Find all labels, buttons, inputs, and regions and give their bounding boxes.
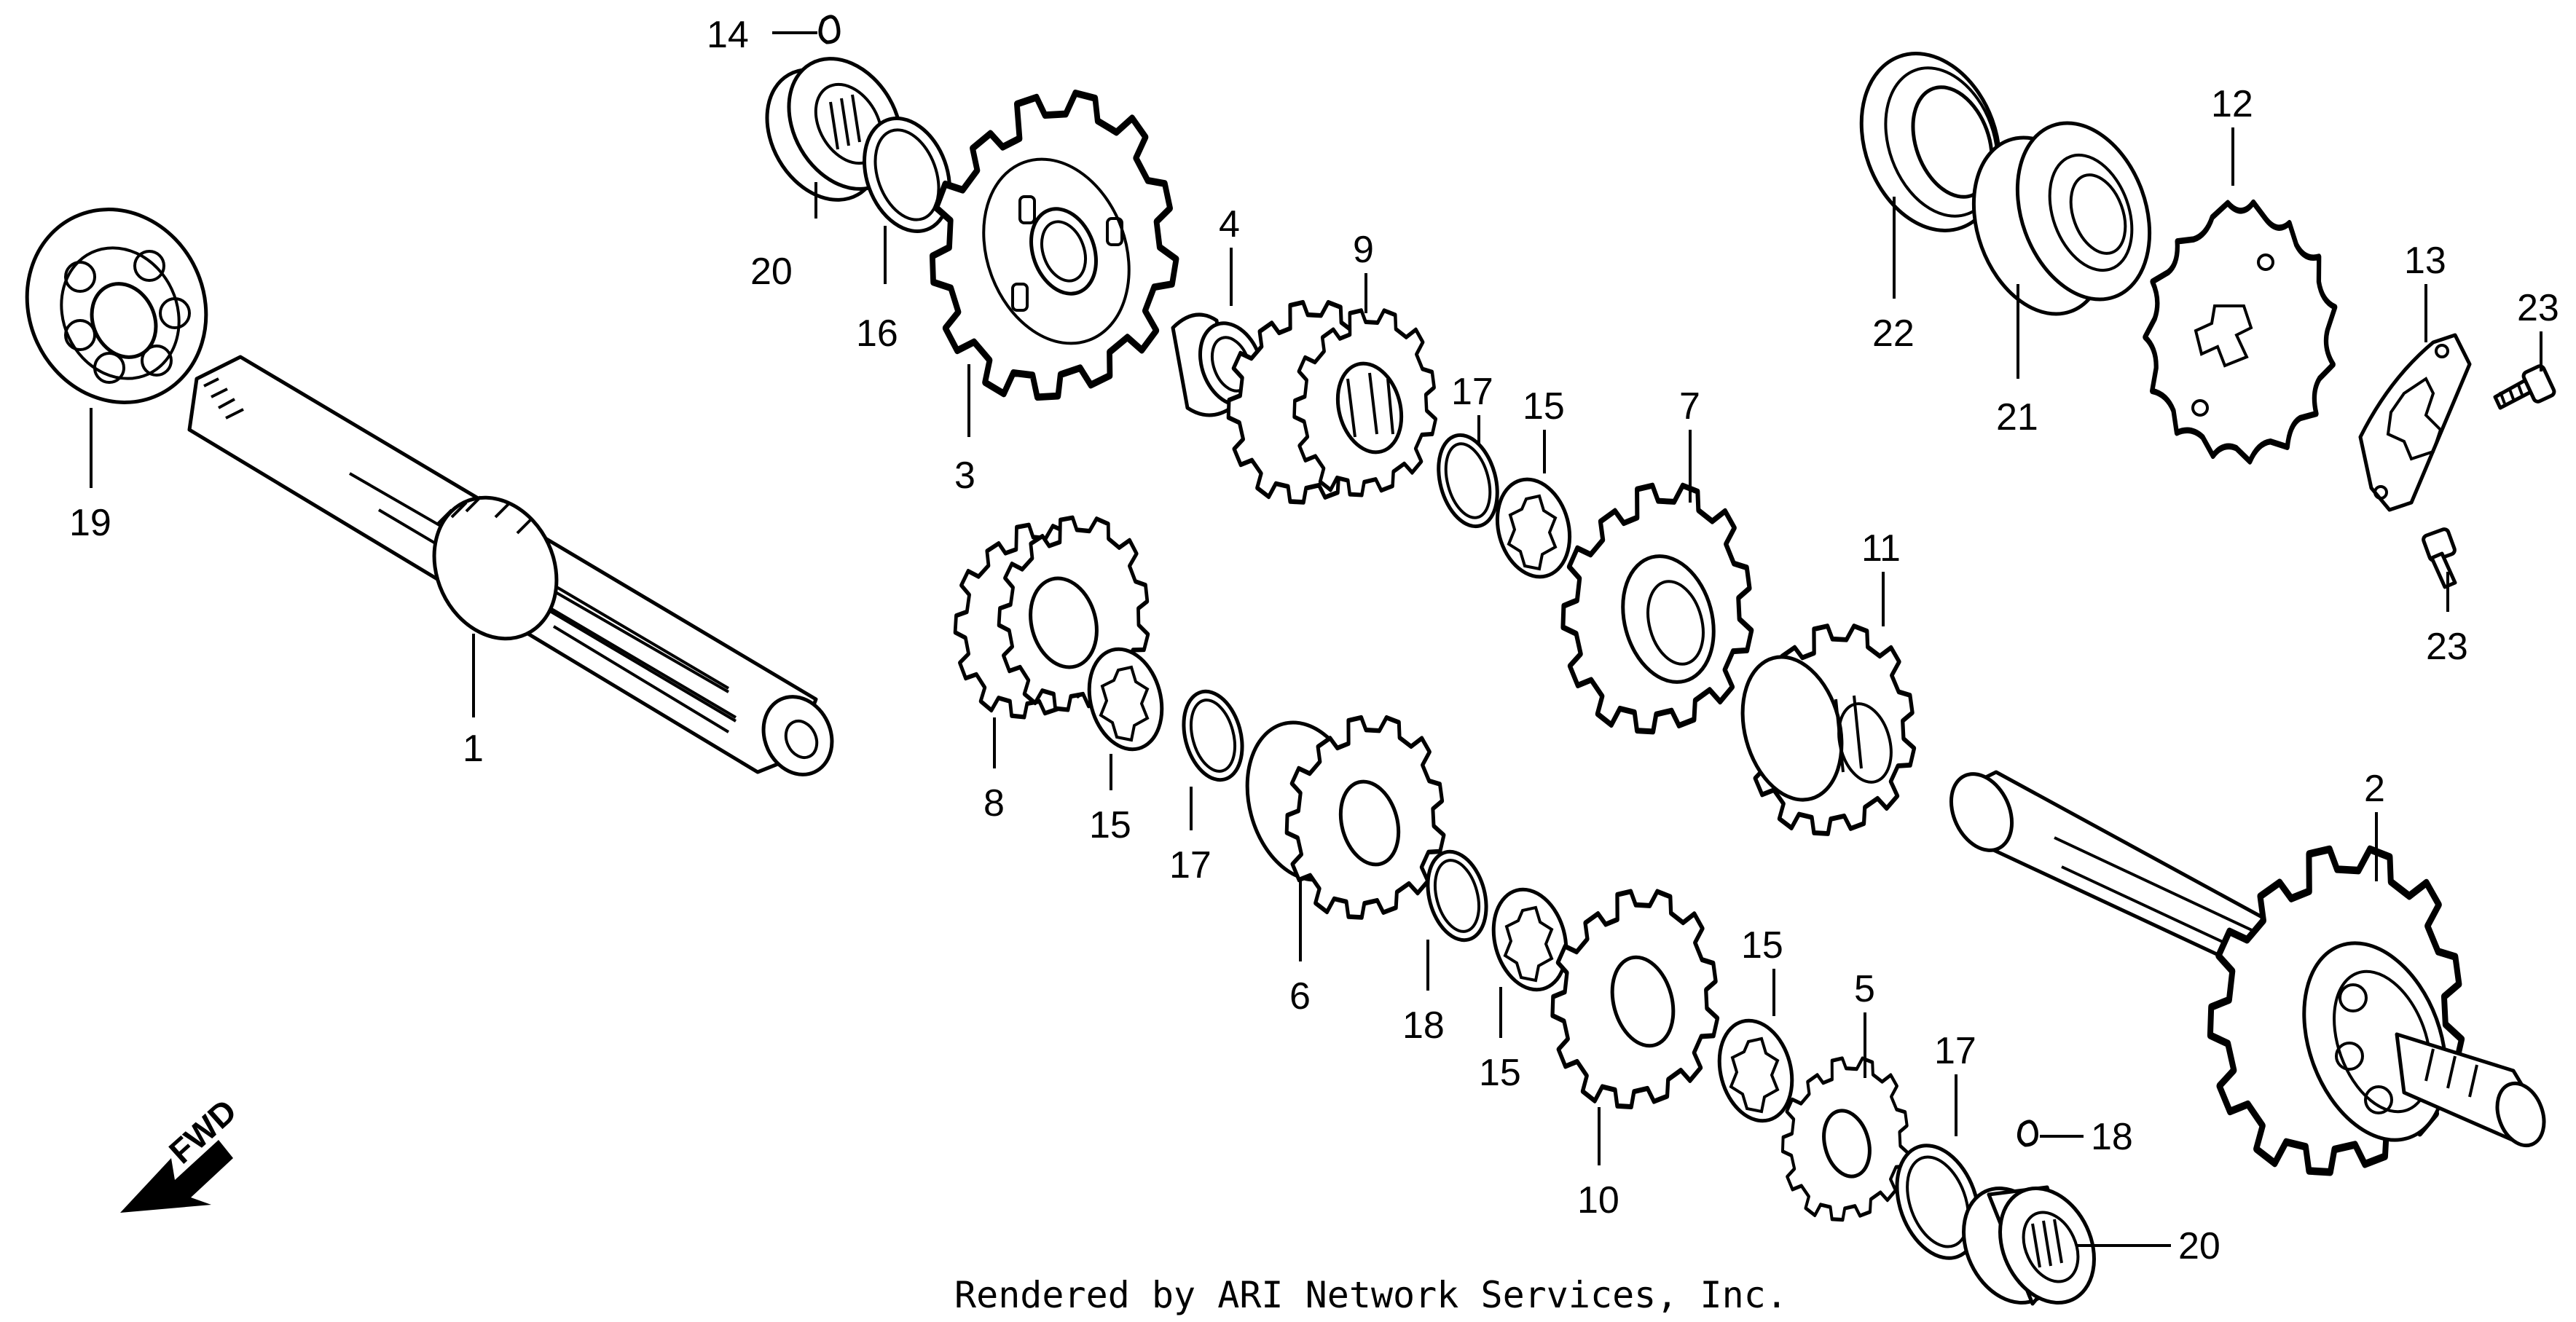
callout-1: 1 [463, 728, 484, 770]
callout-11: 11 [1861, 527, 1901, 570]
gear-10 [1539, 875, 1729, 1122]
callout-20-top: 20 [750, 251, 793, 293]
leader-lines [90, 31, 2542, 1247]
gear-8 [946, 505, 1158, 728]
callout-19: 19 [69, 502, 111, 544]
bearing-21 [1971, 121, 2152, 316]
callout-18: 18 [2091, 1116, 2133, 1158]
gear-7 [1547, 467, 1765, 749]
washer-16-top [863, 117, 951, 233]
washer-15-low [1491, 887, 1568, 992]
callout-17-top: 17 [1451, 371, 1493, 413]
lock-plate-13 [2358, 333, 2472, 512]
callout-8: 8 [983, 782, 1005, 825]
circlip-17-mid [1182, 689, 1244, 782]
gear-9 [1215, 287, 1445, 516]
oil-seal-22 [1859, 52, 2002, 232]
callout-14: 14 [707, 14, 749, 56]
callout-23-bottom: 23 [2426, 626, 2468, 668]
callout-15-mid: 15 [1089, 804, 1131, 846]
callout-20-low: 20 [2178, 1225, 2220, 1267]
callout-13: 13 [2404, 240, 2446, 282]
callout-22: 22 [1872, 312, 1915, 355]
washer-15-top [1495, 477, 1572, 579]
callout-23-top: 23 [2517, 287, 2559, 329]
bolt-23-bottom [2422, 527, 2457, 589]
callout-12: 12 [2211, 83, 2253, 125]
washer-16-low [1895, 1144, 1981, 1260]
callout-15-right: 15 [1741, 924, 1783, 967]
gear-3 [903, 63, 1200, 428]
callout-10: 10 [1577, 1179, 1619, 1221]
countershaft-2 [1949, 770, 2546, 1195]
gear-5 [1772, 1046, 1917, 1231]
callout-labels: 14 20 16 3 4 9 17 15 7 11 12 13 23 23 22… [69, 14, 2559, 1267]
callout-16-top: 16 [856, 312, 898, 355]
footer-credit: Rendered by ARI Network Services, Inc. [954, 1274, 1788, 1316]
sprocket-12 [2143, 199, 2338, 465]
bolt-23-top [2493, 364, 2556, 410]
callout-21: 21 [1996, 396, 2038, 438]
gear-6 [1245, 702, 1455, 932]
callout-6: 6 [1289, 975, 1311, 1018]
needle-bearing-20-low [1962, 1185, 2096, 1306]
callout-15-low: 15 [1479, 1052, 1521, 1094]
circlip-17-top [1437, 433, 1499, 529]
washer-15-mid [1087, 647, 1164, 752]
callout-3: 3 [954, 455, 975, 497]
circlip-17-low [1426, 849, 1488, 943]
callout-17-low: 18 [1402, 1004, 1445, 1047]
callout-5: 5 [1854, 968, 1875, 1010]
callout-16-low: 17 [1934, 1030, 1976, 1072]
callout-15-top: 15 [1523, 385, 1565, 428]
gear-11 [1727, 610, 1925, 849]
callout-7: 7 [1679, 385, 1700, 428]
clip-18 [2017, 1120, 2038, 1147]
callout-2: 2 [2364, 768, 2385, 810]
washer-15-right [1717, 1018, 1794, 1123]
callout-9: 9 [1353, 229, 1374, 271]
clip-14 [818, 15, 841, 44]
bearing-19 [25, 208, 208, 404]
callout-4: 4 [1219, 203, 1240, 245]
mainshaft-1 [187, 355, 834, 776]
forward-arrow-icon: FWD [120, 1092, 244, 1213]
callout-17-mid: 17 [1169, 844, 1212, 886]
